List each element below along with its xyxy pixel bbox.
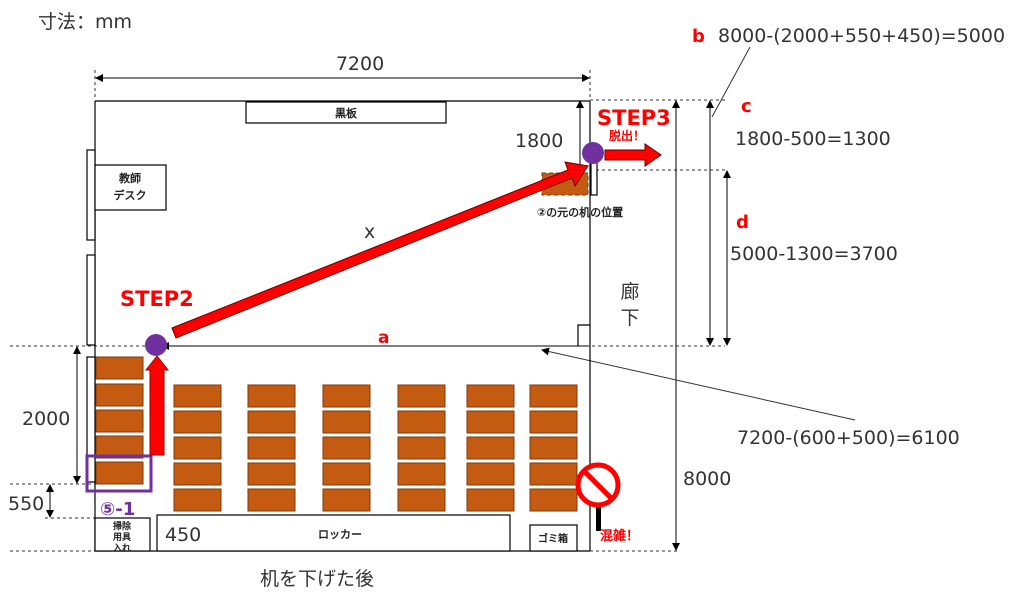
student-desk	[247, 488, 296, 512]
student-desk	[529, 488, 578, 512]
student-desk	[95, 356, 144, 380]
student-desk	[397, 436, 446, 460]
teacher-desk-label: 教師	[118, 171, 141, 185]
person-icon	[145, 334, 167, 356]
student-desk	[247, 384, 296, 408]
cleaning-box-label: 入れ	[112, 543, 131, 554]
label-d: d	[736, 212, 749, 233]
student-desk	[247, 410, 296, 434]
label-b: b	[692, 26, 705, 47]
step2-label: STEP2	[120, 287, 194, 311]
student-desk	[95, 435, 144, 459]
unit-label: 寸法：mm	[38, 11, 132, 33]
b-leader	[711, 46, 751, 118]
student-desk	[466, 410, 515, 434]
student-desk	[322, 436, 371, 460]
cleaning-box	[94, 517, 151, 552]
c-formula: 1800-500=1300	[735, 128, 891, 150]
student-desk	[529, 436, 578, 460]
trash-box	[529, 524, 578, 552]
width-dimension: 7200	[336, 53, 384, 75]
dim-1800: 1800	[515, 130, 563, 152]
cleaning-box-label: 掃除	[113, 520, 132, 532]
student-desk	[173, 462, 222, 486]
blackboard	[245, 101, 447, 124]
dim-450: 450	[165, 524, 201, 546]
teacher-desk	[94, 164, 167, 211]
blackboard-label: 黒板	[335, 106, 358, 120]
student-desk	[466, 436, 515, 460]
student-desk	[322, 462, 371, 486]
caption: 机を下げた後	[260, 568, 374, 590]
person-icon	[582, 142, 604, 164]
student-desk	[466, 488, 515, 512]
locker	[156, 514, 511, 552]
no-entry-sign-icon	[575, 462, 621, 531]
window	[86, 149, 96, 241]
label-a: a	[378, 328, 389, 348]
student-desk	[529, 462, 578, 486]
route-arrow-up	[144, 355, 170, 456]
dim-550: 550	[8, 493, 44, 515]
student-desk	[322, 384, 371, 408]
student-desk	[247, 436, 296, 460]
door	[590, 159, 598, 196]
student-desk	[322, 410, 371, 434]
student-desk	[397, 384, 446, 408]
student-desk	[529, 384, 578, 408]
escape-label: 脱出！	[609, 128, 645, 143]
student-desk	[95, 383, 144, 407]
a-formula: 7200-(600+500)=6100	[737, 427, 960, 449]
label-c: c	[741, 96, 752, 117]
student-desk	[173, 488, 222, 512]
student-desk	[95, 461, 144, 485]
student-desk	[95, 409, 144, 433]
room	[86, 100, 598, 552]
dimension-arrows	[46, 74, 731, 551]
depth-dimension: 8000	[683, 468, 731, 490]
student-desk	[173, 436, 222, 460]
student-desk	[322, 488, 371, 512]
original-desk-label: ②の元の机の位置	[537, 205, 623, 219]
escape-arrow	[604, 143, 662, 167]
highlight-label: ⑤-1	[100, 499, 135, 520]
a-leader	[541, 347, 856, 421]
student-desk	[466, 462, 515, 486]
step3-label: STEP3	[597, 106, 671, 130]
student-desk	[173, 410, 222, 434]
window	[86, 356, 96, 483]
route-arrow-diagonal	[171, 161, 589, 339]
b-formula: 8000-(2000+550+450)=5000	[718, 25, 1005, 47]
student-desk	[466, 384, 515, 408]
teacher-desk-label: デスク	[114, 188, 147, 202]
locker-label: ロッカー	[318, 528, 362, 541]
cleaning-box-label: 用具	[112, 532, 131, 543]
highlight-box	[85, 454, 153, 493]
desks	[95, 356, 578, 512]
right-angle-mark	[577, 324, 590, 346]
corridor-label: 下	[620, 307, 639, 329]
student-desk	[529, 410, 578, 434]
label-x: x	[364, 221, 375, 243]
corridor-label: 廊	[620, 281, 639, 303]
student-desk	[247, 462, 296, 486]
crowded-label: 混雑！	[600, 528, 639, 544]
student-desk	[397, 410, 446, 434]
dim-2000: 2000	[22, 408, 70, 430]
d-formula: 5000-1300=3700	[730, 243, 898, 265]
student-desk	[397, 462, 446, 486]
student-desk	[397, 488, 446, 512]
trash-label: ゴミ箱	[538, 532, 568, 545]
student-desk	[173, 384, 222, 408]
window	[86, 254, 96, 346]
